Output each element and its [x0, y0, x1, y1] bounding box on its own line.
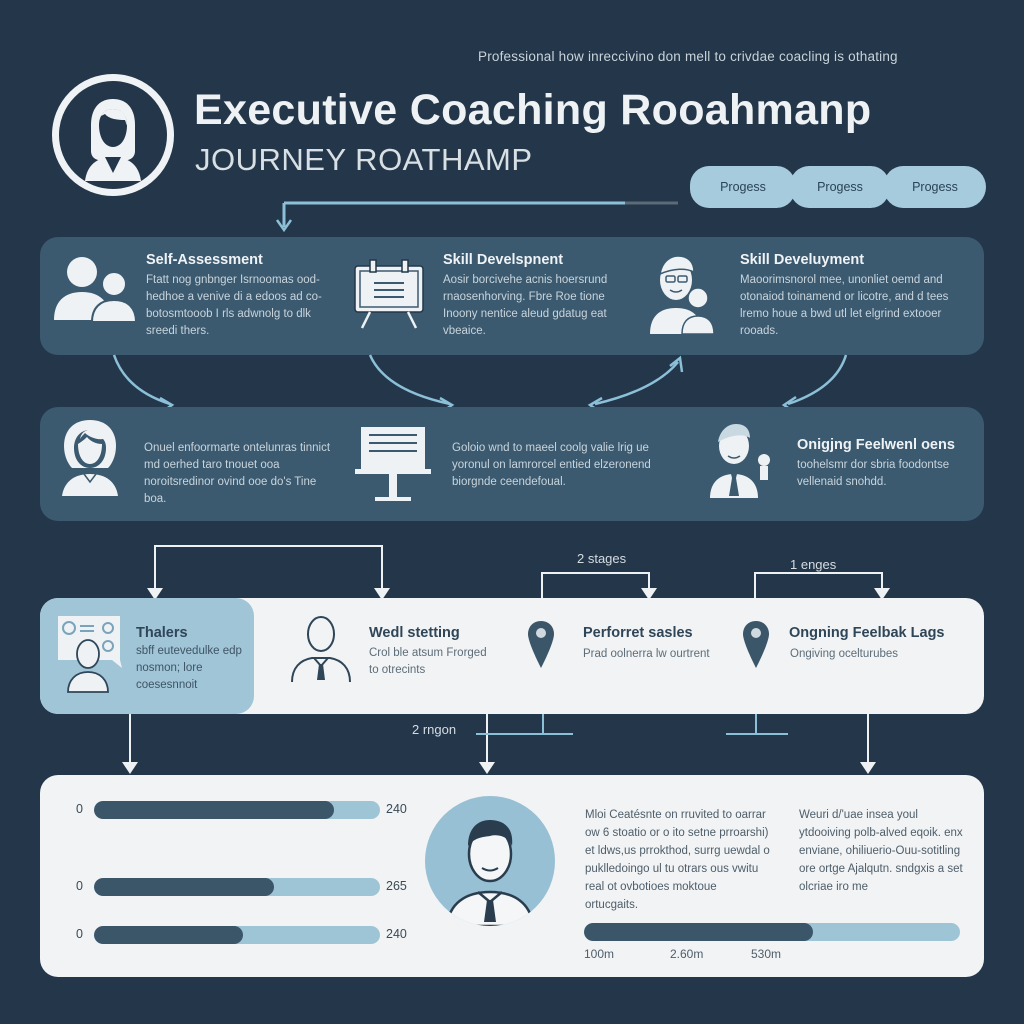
- person-outline-icon: [291, 616, 351, 683]
- bar-max-label: 240: [386, 927, 407, 941]
- progress-bar: [94, 926, 380, 944]
- card-text: toohelsmr dor sbria foodontse vellenaid …: [797, 459, 950, 488]
- businessman-icon: [710, 424, 770, 498]
- map-pin-icon: [528, 621, 554, 668]
- progress-step-1[interactable]: Progess: [690, 166, 798, 208]
- progress-step-3[interactable]: Progess: [884, 166, 986, 208]
- bottom-connectors: [122, 714, 876, 774]
- timeline-bar-fill: [584, 923, 814, 941]
- progress-bar: [94, 801, 380, 819]
- bar-max-label: 240: [386, 802, 407, 816]
- presentation-screen-icon: [355, 427, 431, 501]
- summary-paragraph-left: Mloi Ceatésnte on rruvited to oarrar ow …: [585, 809, 770, 911]
- row3-connectors: [147, 545, 890, 600]
- progress-step-label: Progess: [720, 180, 766, 194]
- two-people-icon: [54, 257, 136, 322]
- mentor-pair-icon: [650, 255, 715, 334]
- page-title: Executive Coaching Rooahmanp: [194, 86, 872, 134]
- bar-min-label: 0: [76, 879, 83, 893]
- progress-bar-fill: [94, 878, 275, 896]
- milestone-text: Ongiving ocelturubes: [790, 648, 899, 660]
- progress-bar-fill: [94, 926, 243, 944]
- timeline-bar: [584, 923, 960, 941]
- stage-count-label: 1 enges: [790, 557, 837, 572]
- flipchart-icon: [354, 259, 424, 329]
- businessman-portrait-icon: [445, 820, 535, 926]
- card-title: Onigjng Feelwenl oens: [797, 437, 955, 453]
- milestone-text: Prad oolnerra lw ourtrent: [583, 648, 710, 660]
- stage-panel-row-1: [40, 237, 984, 355]
- milestone-text: sbff eutevedulke edp nosmon; lore coeses…: [136, 645, 242, 691]
- card-title: Skill Develuyment: [740, 252, 865, 268]
- stage-count-label: 2 stages: [577, 551, 627, 566]
- timeline-label: 100m: [584, 947, 615, 961]
- timeline-label: 530m: [751, 947, 782, 961]
- chat-person-icon: [58, 616, 122, 693]
- header-tagline: Professional how inreccivino don mell to…: [478, 49, 898, 64]
- milestone-title: Ongning Feelbak Lags: [789, 625, 945, 641]
- bar-min-label: 0: [76, 927, 83, 941]
- page-subtitle: JOURNEY ROATHAMP: [195, 142, 533, 177]
- logo: [52, 74, 174, 196]
- progress-bar: [94, 878, 380, 896]
- card-text: Onuel enfoormarte ontelunras tinnict md …: [144, 442, 331, 505]
- card-text: Maoorimsnorol mee, unonliet oemd and oto…: [740, 274, 949, 337]
- bar-max-label: 265: [386, 879, 407, 893]
- stage-count-label: 2 rngon: [412, 722, 457, 737]
- progress-step-label: Progess: [912, 180, 958, 194]
- milestone-text: Crol ble atsum Frorged to otrecints: [369, 647, 487, 676]
- progress-bar-fill: [94, 801, 335, 819]
- milestone-title: Perforret sasles: [583, 625, 693, 641]
- card-text: Goloio wnd to maeel coolg valie lrig ue …: [452, 442, 651, 488]
- stage-panel-row-2: [40, 407, 984, 521]
- woman-avatar-icon: [62, 420, 118, 496]
- card-text: Ftatt nog gnbnger Isrnoomas ood-hedhoe a…: [146, 274, 322, 337]
- map-pin-icon: [743, 621, 769, 668]
- timeline-label: 2.60m: [670, 947, 704, 961]
- milestone-title: Thalers: [136, 625, 188, 641]
- avatar: [425, 796, 555, 926]
- woman-avatar-icon: [85, 99, 141, 181]
- card-title: Skill Develspnent: [443, 252, 564, 268]
- card-title: Self-Assessment: [146, 252, 263, 268]
- flow-arrows: [112, 354, 848, 410]
- milestone-title: Wedl stetting: [369, 625, 460, 641]
- card-text: Aosir borcivehe acnis hoersrund rnaosenh…: [443, 274, 608, 337]
- progress-step-2[interactable]: Progess: [790, 166, 892, 208]
- header-connector-arrow: [275, 201, 678, 233]
- bar-min-label: 0: [76, 802, 83, 816]
- progress-step-label: Progess: [817, 180, 863, 194]
- summary-paragraph-right: Weuri d/'uae insea youl ytdooiving polb-…: [799, 809, 963, 893]
